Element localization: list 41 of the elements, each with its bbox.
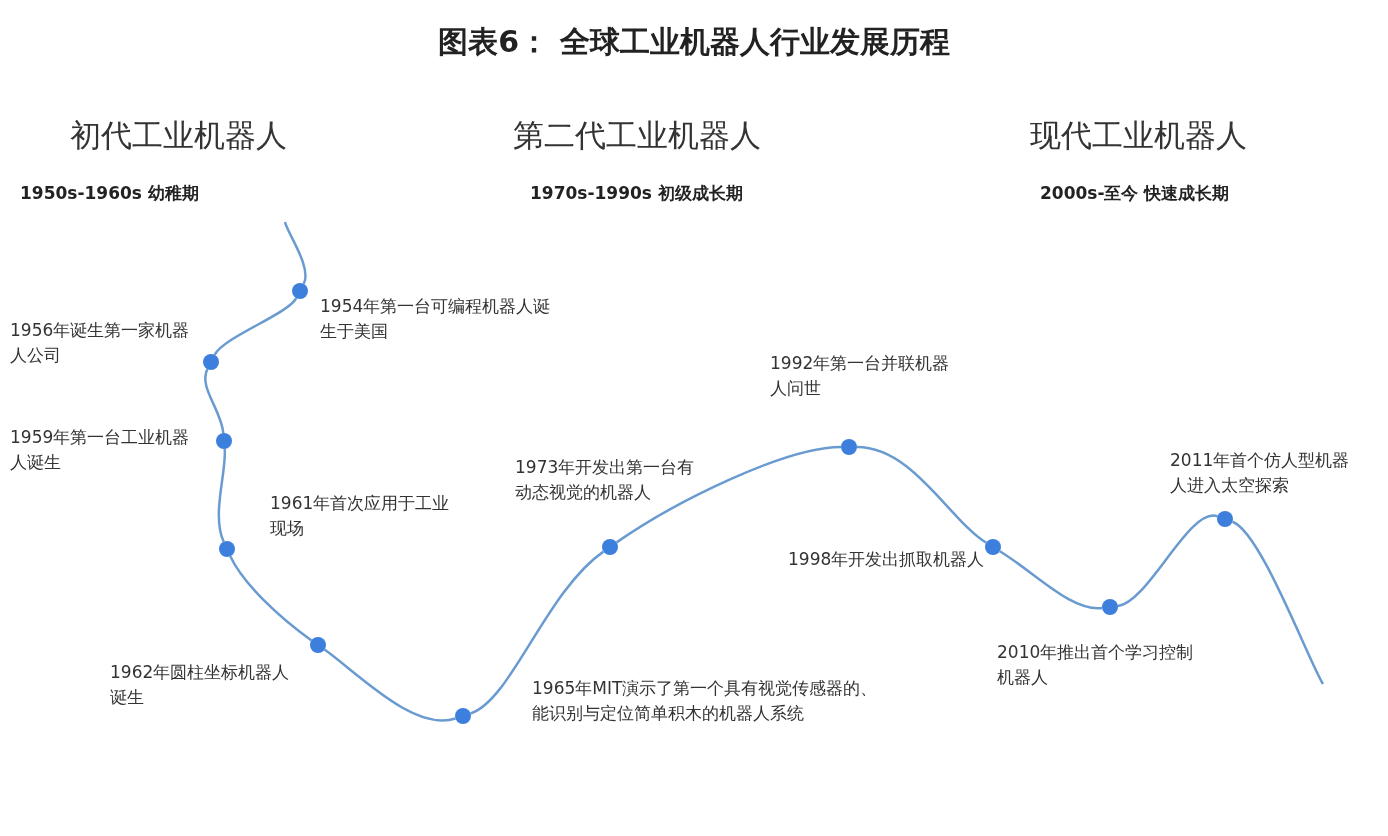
timeline-dot (455, 708, 471, 724)
event-text: 1992年第一台并联机器人问世 (770, 352, 950, 400)
timeline-dot (310, 637, 326, 653)
timeline-dot (203, 354, 219, 370)
era-heading: 现代工业机器人 (1030, 116, 1247, 155)
period-label: 1970s-1990s 初级成长期 (530, 182, 743, 205)
timeline-dot (1102, 599, 1118, 615)
timeline-curve (1231, 520, 1325, 685)
timeline-dot (292, 283, 308, 299)
timeline-curve (213, 297, 298, 356)
period-label: 1950s-1960s 幼稚期 (20, 182, 199, 205)
event-text: 1954年第一台可编程机器人诞生于美国 (320, 295, 552, 343)
period-label: 2000s-至今 快速成长期 (1040, 182, 1230, 205)
event-text: 1956年诞生第一家机器人公司 (10, 319, 190, 367)
timeline-curve (217, 448, 227, 543)
timeline-dot (602, 539, 618, 555)
timeline-curve (470, 550, 605, 715)
event-text: 2011年首个仿人型机器人进入太空探索 (1170, 449, 1351, 497)
timeline-curve (323, 648, 456, 722)
timeline-curve (229, 555, 313, 642)
timeline-curve (999, 550, 1103, 610)
timeline-curve (856, 445, 987, 544)
timeline-dot (1217, 511, 1233, 527)
era-heading: 初代工业机器人 (70, 116, 287, 155)
event-text: 1959年第一台工业机器人诞生 (10, 426, 190, 474)
timeline-curve (1117, 514, 1218, 608)
event-text: 1961年首次应用于工业现场 (270, 492, 451, 540)
chart-title: 图表6： 全球工业机器人行业发展历程 (437, 23, 951, 61)
event-text: 1965年MIT演示了第一个具有视觉传感器的、能识别与定位简单积木的机器人系统 (532, 677, 879, 725)
timeline-dot (216, 433, 232, 449)
era-heading: 第二代工业机器人 (513, 116, 761, 155)
timeline-dot (219, 541, 235, 557)
timeline-dot (841, 439, 857, 455)
event-text: 1962年圆柱坐标机器人诞生 (110, 661, 290, 709)
event-text: 2010年推出首个学习控制机器人 (997, 641, 1195, 689)
timeline-dot (985, 539, 1001, 555)
timeline-curve (204, 368, 225, 434)
event-text: 1998年开发出抓取机器人 (788, 548, 986, 571)
timeline-curve (615, 445, 842, 544)
timeline-curve (283, 221, 307, 285)
event-text: 1973年开发出第一台有动态视觉的机器人 (515, 456, 696, 504)
